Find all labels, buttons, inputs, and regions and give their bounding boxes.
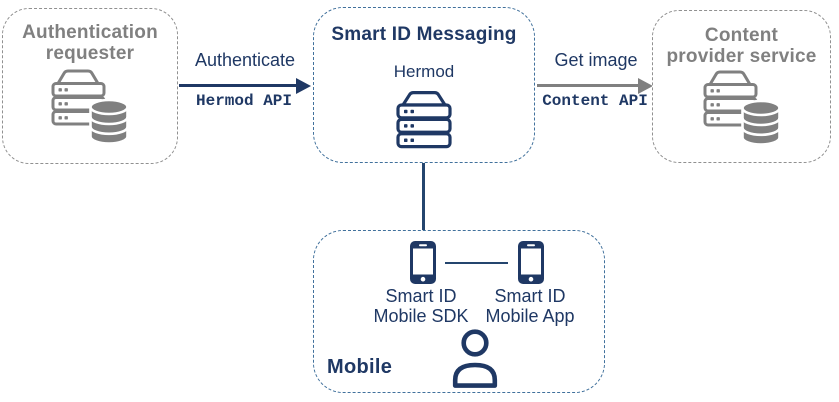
arrow-authenticate-head-icon: [296, 77, 311, 94]
node-title-line1: Content: [704, 25, 779, 46]
node-title: Content provider service: [666, 25, 816, 67]
node-subtitle: Hermod: [393, 62, 455, 81]
node-smart-id-messaging: Smart ID Messaging Hermod: [313, 7, 535, 163]
node-authentication-requester: Authentication requester: [2, 8, 178, 164]
smartphone-icon: [410, 241, 436, 289]
server-database-icon: [702, 68, 782, 153]
edge-api-label-hermod: Hermod API: [195, 92, 292, 110]
node-title: Mobile: [327, 356, 393, 378]
edge-label-get-image: Get image: [554, 50, 638, 70]
edge-api-label-content: Content API: [542, 92, 648, 110]
server-database-icon: [50, 67, 130, 152]
node-mobile: Smart ID Mobile SDK Smart ID Mobile App …: [313, 230, 605, 393]
node-title-line2: requester: [45, 43, 135, 64]
arrow-authenticate-shaft: [179, 84, 297, 87]
server-icon: [395, 89, 453, 154]
node-title-line2: provider service: [666, 46, 817, 67]
node-title-line1: Authentication: [22, 22, 158, 43]
label-line1: Smart ID: [494, 286, 566, 306]
person-icon: [451, 328, 499, 393]
label-smart-id-mobile-app: Smart ID Mobile App: [474, 286, 586, 326]
arrow-get-image-head-icon: [638, 77, 653, 94]
arrow-get-image-shaft: [537, 84, 639, 87]
label-line1: Smart ID: [385, 286, 457, 306]
edge-label-authenticate: Authenticate: [194, 50, 296, 70]
label-line2: Mobile App: [485, 305, 575, 326]
connector-messaging-mobile: [422, 163, 425, 230]
node-title: Smart ID Messaging: [331, 24, 517, 45]
label-line2: Mobile SDK: [373, 305, 469, 326]
node-title: Authentication requester: [22, 22, 158, 64]
node-content-provider-service: Content provider service: [652, 10, 831, 163]
smartphone-icon: [518, 241, 544, 289]
label-smart-id-mobile-sdk: Smart ID Mobile SDK: [365, 286, 477, 326]
connector-sdk-app: [445, 262, 508, 265]
